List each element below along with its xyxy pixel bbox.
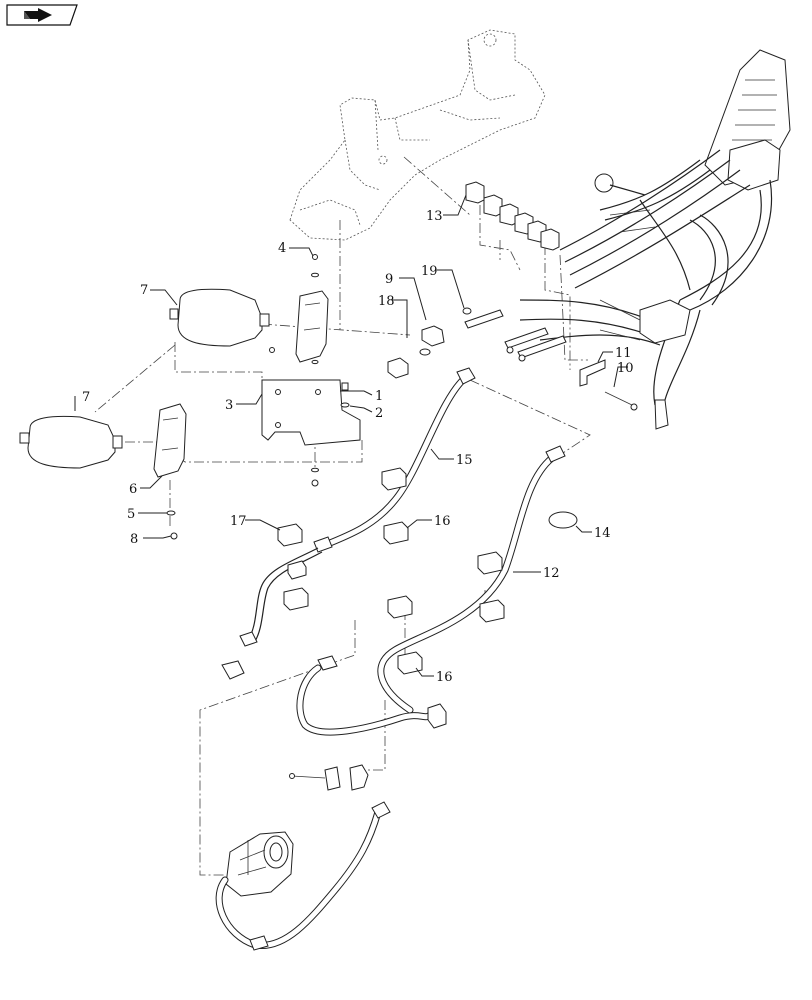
nut-8 [170,532,178,540]
callout-19[interactable]: 19 [421,264,438,279]
callout-6[interactable]: 6 [129,482,137,497]
clamp-block-set [465,181,560,251]
bracket-11 [579,359,606,387]
nut-lower-plate [311,467,319,487]
assembly-leader-lines [94,156,591,876]
accumulator-upper [169,288,270,347]
control-valve-assembly [594,49,791,196]
clamp-halves-17 [277,523,309,611]
elbow-fitting-9 [421,325,445,347]
callout-12[interactable]: 12 [543,566,560,581]
callout-5[interactable]: 5 [127,507,135,522]
bracket-lower-clamp [289,764,369,791]
bolt-10 [604,391,638,411]
accumulator-lower [19,415,123,469]
o-ring-14 [548,511,578,529]
callout-15[interactable]: 15 [456,453,473,468]
callout-16-upper[interactable]: 16 [434,514,451,529]
hose-15 [313,367,476,553]
callout-7-lower[interactable]: 7 [82,390,90,405]
page-nav-arrow-icon [6,4,78,26]
tube-assembly-17 [221,547,323,680]
o-ring-18 [419,348,431,356]
callout-8[interactable]: 8 [130,532,138,547]
bolt-1 [341,382,349,391]
hose-12 [377,445,566,714]
callout-14[interactable]: 14 [594,526,611,541]
washer-2 [340,402,350,408]
callout-13[interactable]: 13 [426,209,443,224]
o-ring-19 [462,307,472,315]
callout-11[interactable]: 11 [615,346,632,361]
hydraulic-pump [225,831,294,897]
washer-5 [166,510,176,516]
accumulator-clamp-upper [295,290,329,363]
lower-hose-loop [296,655,434,736]
hose-fittings [464,309,567,362]
mounting-plate-3 [261,379,361,446]
callout-2[interactable]: 2 [375,406,383,421]
callout-1[interactable]: 1 [375,389,383,404]
accumulator-clamp-lower-6 [153,403,187,478]
callout-leaders [74,194,628,677]
page-nav-button[interactable] [6,4,78,26]
clamp-halves-16 [381,467,505,729]
callout-7-upper[interactable]: 7 [140,283,148,298]
frame-casting [289,29,546,241]
suction-hose [215,801,391,951]
callout-9[interactable]: 9 [385,272,393,287]
callout-4[interactable]: 4 [278,241,286,256]
callout-labels: 1 2 3 4 5 6 7 7 8 9 10 11 12 13 14 15 16… [82,209,634,685]
callout-3[interactable]: 3 [225,398,233,413]
callout-17[interactable]: 17 [230,514,247,529]
bolt-4 [269,254,319,365]
callout-18[interactable]: 18 [378,294,395,309]
callout-16-lower[interactable]: 16 [436,670,453,685]
callout-10[interactable]: 10 [617,361,634,376]
elbow-fitting-lower [387,357,409,379]
hose-bundle [519,149,772,430]
